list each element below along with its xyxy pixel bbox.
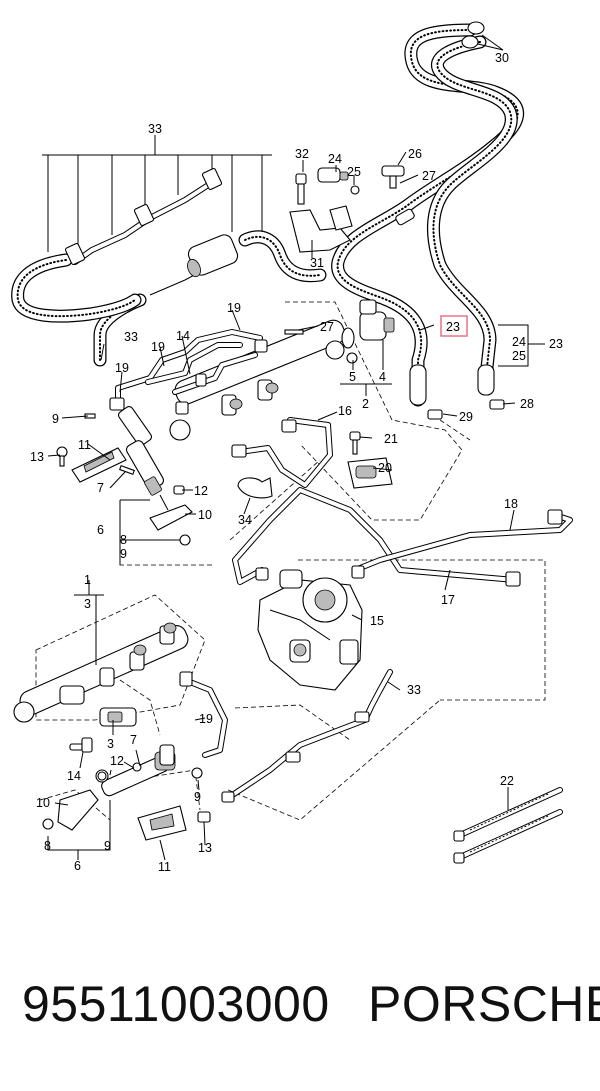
- callout-10-b: 10: [36, 796, 50, 810]
- callout-6-a: 6: [97, 523, 104, 537]
- callout-19-c: 19: [115, 361, 129, 375]
- callout-24-top: 24: [328, 152, 342, 166]
- injector-line-19-left: [179, 671, 228, 758]
- callout-30: 30: [495, 51, 509, 65]
- callout-22: 22: [500, 774, 514, 788]
- pressure-sensor-left: [99, 707, 137, 727]
- callout-5: 5: [349, 370, 356, 384]
- callout-9-b: 9: [120, 547, 127, 561]
- cable-ties-22: [453, 787, 563, 864]
- callout-24-right: 24: [512, 335, 526, 349]
- callout-11-a: 11: [78, 438, 91, 452]
- callout-13-a: 13: [30, 450, 44, 464]
- highlight-box: [440, 315, 468, 337]
- pressure-sensor-4: [341, 299, 395, 349]
- callout-9-a: 9: [52, 412, 59, 426]
- callout-2: 2: [362, 397, 369, 411]
- callout-17: 17: [441, 593, 455, 607]
- injector-lines-19: [109, 329, 268, 415]
- callout-8-a: 8: [120, 533, 127, 547]
- sensor-20: [347, 457, 393, 489]
- callout-12-b: 12: [110, 754, 124, 768]
- callout-27-mid: 27: [320, 320, 334, 334]
- fuel-lines-16-17-18: [231, 417, 573, 587]
- callout-19-b: 19: [151, 340, 165, 354]
- callout-23-right: 23: [549, 337, 563, 351]
- assembly-outlines: [35, 301, 546, 821]
- exploded-parts-diagram: 30 33 32 26 24 25 27 31 19 27 23 24 23 2…: [11, 21, 573, 874]
- footer: 95511003000 PORSCHE: [0, 975, 600, 1055]
- callout-31: 31: [310, 256, 324, 270]
- callout-19-a: 19: [227, 301, 241, 315]
- callout-34: 34: [238, 513, 252, 527]
- callout-4: 4: [379, 370, 386, 384]
- clamp-10: [149, 504, 193, 546]
- fuel-filter: [187, 234, 239, 278]
- brand-name: PORSCHE: [368, 976, 600, 1032]
- callout-14-top: 14: [176, 329, 190, 343]
- injector-6: [117, 406, 169, 511]
- callout-6-b: 6: [74, 859, 81, 873]
- leader-lines: [47, 34, 545, 861]
- callout-23-highlight: 23: [446, 320, 460, 334]
- high-pressure-pump-15: [257, 569, 363, 691]
- bolts-screws: [56, 165, 405, 495]
- callout-9-d: 9: [104, 839, 111, 853]
- bracket-31: [289, 205, 353, 253]
- callout-3-a: 3: [84, 597, 91, 611]
- callout-28: 28: [520, 397, 534, 411]
- callout-32: 32: [295, 147, 309, 161]
- callout-12-a: 12: [194, 484, 208, 498]
- callout-11-b: 11: [158, 860, 171, 874]
- callout-27-top: 27: [422, 169, 436, 183]
- bracket-34: [237, 477, 273, 499]
- injector-clamp-11: [71, 447, 127, 483]
- callout-25-right: 25: [512, 349, 526, 363]
- fuel-rail-right: [169, 319, 346, 441]
- callout-8-b: 8: [44, 839, 51, 853]
- fuel-hose-return: [426, 35, 518, 392]
- pump-return-line-33: [221, 669, 393, 803]
- callout-33-top: 33: [148, 122, 162, 136]
- callout-7-a: 7: [97, 481, 104, 495]
- callout-16: 16: [338, 404, 352, 418]
- line-group-33: [11, 154, 327, 367]
- callout-18: 18: [504, 497, 518, 511]
- callout-15: 15: [370, 614, 384, 628]
- callout-9-c: 9: [194, 790, 201, 804]
- callout-26: 26: [408, 147, 422, 161]
- callout-25-top: 25: [347, 165, 361, 179]
- callout-13-b: 13: [198, 841, 212, 855]
- callout-19-d: 19: [199, 712, 213, 726]
- callout-10-a: 10: [198, 508, 212, 522]
- part-number: 95511003000: [22, 976, 330, 1032]
- callouts: 30 33 32 26 24 25 27 31 19 27 23 24 23 2…: [30, 51, 563, 874]
- callout-20: 20: [378, 461, 392, 475]
- callout-21: 21: [384, 432, 398, 446]
- injector-clamp-left: [42, 789, 187, 841]
- bolts-left: [69, 737, 211, 823]
- callout-7-b: 7: [130, 733, 137, 747]
- callout-3-b: 3: [107, 737, 114, 751]
- callout-14-bottom: 14: [67, 769, 81, 783]
- callout-29: 29: [459, 410, 473, 424]
- hose-clamps-30: [461, 21, 485, 49]
- sensor-24: [317, 167, 349, 183]
- callout-1: 1: [84, 573, 91, 587]
- callout-33-bottom: 33: [407, 683, 421, 697]
- fuel-rail-left: [13, 622, 189, 723]
- hose-ends: [395, 208, 505, 420]
- callout-33-mid: 33: [124, 330, 138, 344]
